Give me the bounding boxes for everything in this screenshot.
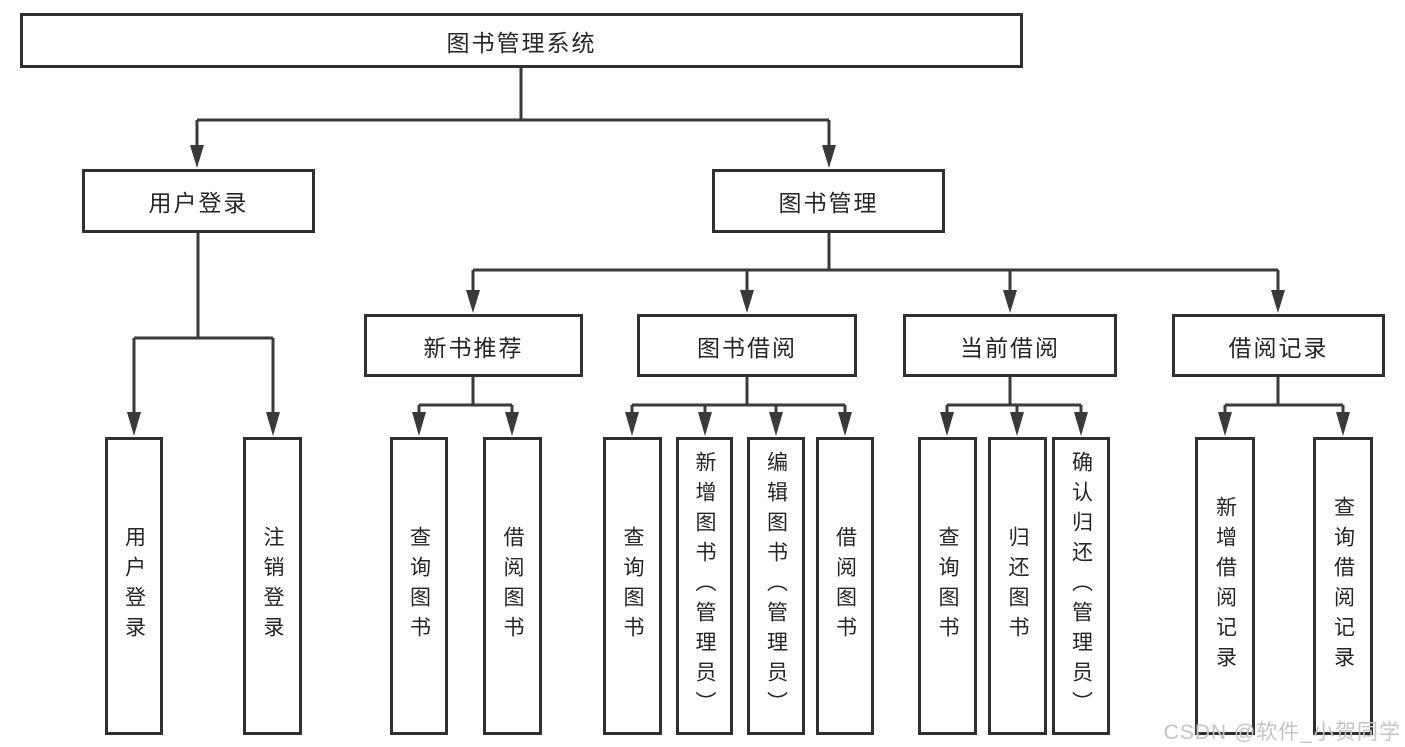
leaf-query-books-recommend: 查询图书 [390, 437, 448, 735]
leaf-return-books: 归还图书 [988, 437, 1047, 735]
leaf-label: 借阅图书 [833, 526, 857, 646]
leaf-add-borrow-record: 新增借阅记录 [1195, 437, 1255, 735]
node-book-borrowing: 图书借阅 [637, 314, 857, 377]
leaf-label: 查询图书 [936, 526, 959, 646]
leaf-label: 用户登录 [122, 526, 146, 646]
leaf-borrow-books-recommend: 借阅图书 [483, 437, 542, 735]
node-current-borrowing: 当前借阅 [903, 314, 1117, 377]
leaf-label: 确认归还（管理员） [1069, 451, 1093, 721]
leaf-label: 查询借阅记录 [1331, 496, 1355, 676]
leaf-user-login: 用户登录 [105, 437, 163, 735]
leaf-label: 编辑图书（管理员） [764, 451, 788, 721]
leaf-logout: 注销登录 [243, 437, 302, 735]
node-library-management-system: 图书管理系统 [20, 13, 1023, 68]
leaf-borrow-books: 借阅图书 [816, 437, 874, 735]
leaf-query-books-borrow: 查询图书 [603, 437, 662, 735]
leaf-edit-books-admin: 编辑图书（管理员） [747, 437, 805, 735]
leaf-query-books-current: 查询图书 [918, 437, 977, 735]
leaf-confirm-return-admin: 确认归还（管理员） [1052, 437, 1110, 735]
node-user-login: 用户登录 [82, 169, 315, 233]
leaf-label: 查询图书 [621, 526, 644, 646]
leaf-label: 注销登录 [261, 526, 284, 646]
node-borrowing-records: 借阅记录 [1172, 314, 1385, 377]
leaf-label: 新增借阅记录 [1213, 496, 1237, 676]
leaf-add-books-admin: 新增图书（管理员） [676, 437, 733, 735]
leaf-label: 新增图书（管理员） [693, 451, 716, 721]
leaf-label: 查询图书 [407, 526, 431, 646]
node-new-book-recommendation: 新书推荐 [364, 314, 583, 377]
leaf-query-borrow-record: 查询借阅记录 [1313, 437, 1373, 735]
csdn-watermark: CSDN @软件_小贺同学 [1163, 721, 1401, 744]
leaf-label: 归还图书 [1006, 526, 1029, 646]
leaf-label: 借阅图书 [501, 526, 524, 646]
node-book-management: 图书管理 [712, 169, 945, 233]
